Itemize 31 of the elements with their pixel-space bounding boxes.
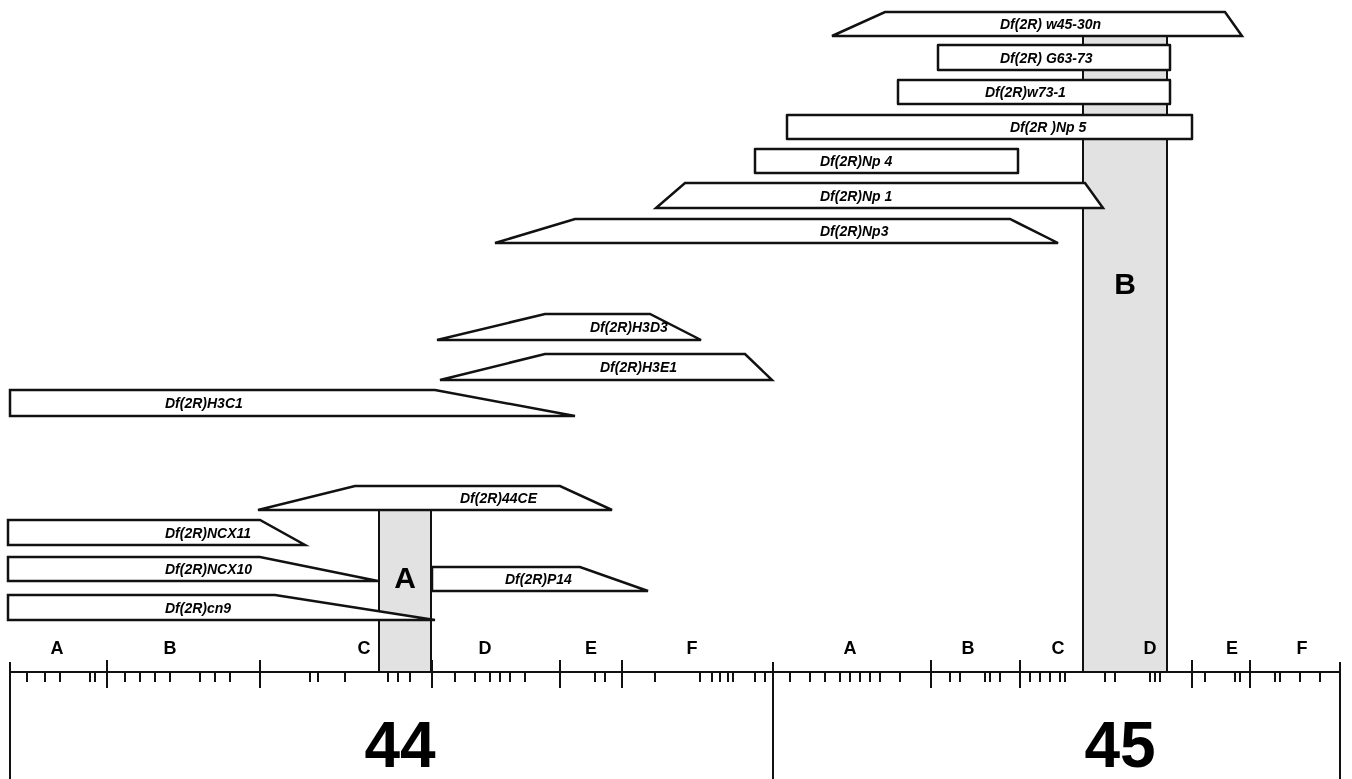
deletion-label: Df(2R)44CE — [460, 490, 537, 506]
section-letter: A — [843, 638, 857, 658]
section-letter: E — [1226, 638, 1238, 658]
region-label: A — [393, 562, 417, 594]
section-letter: F — [686, 638, 698, 658]
deletion-label: Df(2R)Np 4 — [820, 153, 893, 169]
section-letter: F — [1296, 638, 1308, 658]
chromosome-number: 44 — [364, 712, 436, 778]
deletion-label: Df(2R)H3D3 — [590, 319, 668, 335]
deletion-label: Df(2R)cn9 — [165, 599, 232, 616]
section-letter: D — [478, 638, 492, 658]
deletion-label: Df(2R )Np 5 — [1010, 119, 1087, 135]
deletion-label: Df(2R)Np3 — [820, 223, 889, 239]
region-label: B — [1113, 268, 1137, 300]
chromosome-number: 45 — [1084, 712, 1156, 778]
section-letter: A — [50, 638, 64, 658]
deletion-label: Df(2R)H3E1 — [600, 359, 677, 375]
deletion-label: Df(2R)P14 — [505, 571, 572, 587]
section-letter: B — [163, 638, 177, 658]
deletion-label: Df(2R) w45-30n — [1000, 16, 1102, 32]
deletion-label: Df(2R) G63-73 — [1000, 49, 1093, 66]
section-letter: C — [357, 638, 371, 658]
section-letter: D — [1143, 638, 1157, 658]
section-letter: C — [1051, 638, 1065, 658]
section-letter: E — [585, 638, 597, 658]
deletion-label: Df(2R)Np 1 — [820, 187, 893, 204]
deletion-label: Df(2R)NCX11 — [165, 524, 252, 541]
deletion-label: Df(2R)w73-1 — [985, 84, 1066, 100]
deletion-label: Df(2R)H3C1 — [165, 395, 243, 411]
deletion-label: Df(2R)NCX10 — [165, 561, 253, 577]
section-letter: B — [961, 638, 975, 658]
